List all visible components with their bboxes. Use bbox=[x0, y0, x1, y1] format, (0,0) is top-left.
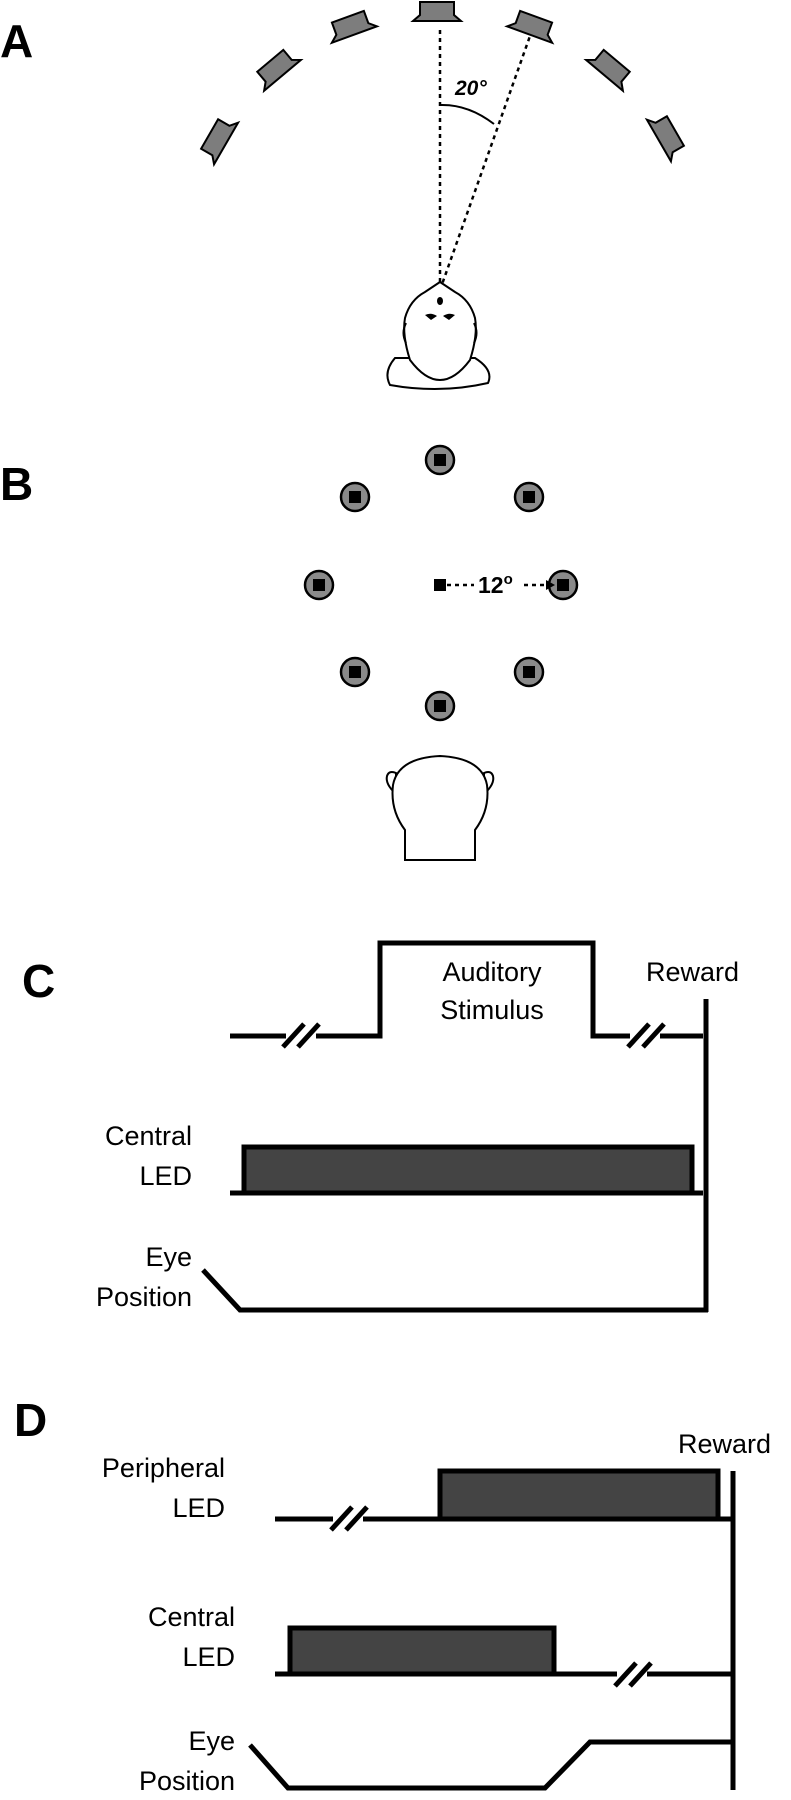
led-icon bbox=[339, 656, 371, 688]
stimulus-label-line1: Auditory bbox=[442, 957, 542, 987]
peripheral-led-label-line1: Peripheral bbox=[102, 1453, 225, 1483]
time-break-icon bbox=[281, 1020, 321, 1050]
led-icon bbox=[303, 569, 335, 601]
led-icon bbox=[513, 481, 545, 513]
central-led-on-bar bbox=[241, 1144, 695, 1196]
panel-c-letter: C bbox=[22, 955, 55, 1007]
head-top-view-icon bbox=[386, 280, 491, 390]
central-led-label-line1: Central bbox=[148, 1602, 235, 1632]
panel-a-letter: A bbox=[0, 15, 33, 67]
panel-b: B 12o bbox=[0, 444, 579, 861]
central-led-on-bar bbox=[287, 1625, 557, 1677]
speaker-icon bbox=[329, 9, 380, 45]
central-led-label-line2: LED bbox=[182, 1642, 235, 1672]
speaker-icon bbox=[504, 9, 555, 45]
eye-position-label-line2: Position bbox=[139, 1766, 235, 1796]
fixation-point bbox=[434, 579, 446, 591]
central-led-label-line1: Central bbox=[105, 1121, 192, 1151]
panel-d: D Reward Peripheral LED Central LED Eye … bbox=[14, 1394, 771, 1796]
reward-label: Reward bbox=[646, 957, 739, 987]
speaker-icon bbox=[410, 1, 464, 22]
eye-position-label-line1: Eye bbox=[188, 1726, 235, 1756]
led-icon bbox=[513, 656, 545, 688]
speaker-icon bbox=[583, 48, 632, 94]
peripheral-led-on-bar bbox=[437, 1468, 721, 1522]
eye-position-label-line2: Position bbox=[96, 1282, 192, 1312]
eye-position-trace bbox=[201, 1268, 708, 1313]
angle-arc bbox=[439, 103, 495, 125]
eye-position-label-line1: Eye bbox=[145, 1242, 192, 1272]
eye-position-trace bbox=[248, 1739, 735, 1791]
panel-c: C Auditory Stimulus Reward Central LED E… bbox=[22, 940, 739, 1313]
peripheral-led-label-line2: LED bbox=[172, 1493, 225, 1523]
panel-d-letter: D bbox=[14, 1394, 47, 1446]
stimulus-label-line2: Stimulus bbox=[440, 995, 544, 1025]
time-break-icon bbox=[613, 1659, 653, 1689]
arrowhead-icon bbox=[546, 580, 555, 590]
central-led-label-line2: LED bbox=[139, 1161, 192, 1191]
panel-b-letter: B bbox=[0, 458, 33, 510]
reward-label: Reward bbox=[678, 1429, 771, 1459]
speaker-icon bbox=[255, 48, 304, 94]
speaker-icon bbox=[199, 117, 241, 168]
auditory-stimulus-trace bbox=[230, 940, 703, 1039]
time-break-icon bbox=[329, 1503, 369, 1533]
led-icon bbox=[424, 444, 456, 476]
head-back-view-icon bbox=[385, 754, 495, 861]
eccentricity-label: 12o bbox=[478, 571, 513, 598]
speaker-icon bbox=[644, 114, 686, 165]
twenty-degree-dotted-line bbox=[438, 35, 532, 291]
led-array bbox=[303, 444, 579, 722]
speaker-array bbox=[199, 1, 686, 168]
panel-a: A bbox=[0, 1, 686, 390]
angle-label: 20° bbox=[454, 77, 487, 100]
led-icon bbox=[339, 481, 371, 513]
led-icon bbox=[424, 690, 456, 722]
time-break-icon bbox=[626, 1020, 666, 1050]
